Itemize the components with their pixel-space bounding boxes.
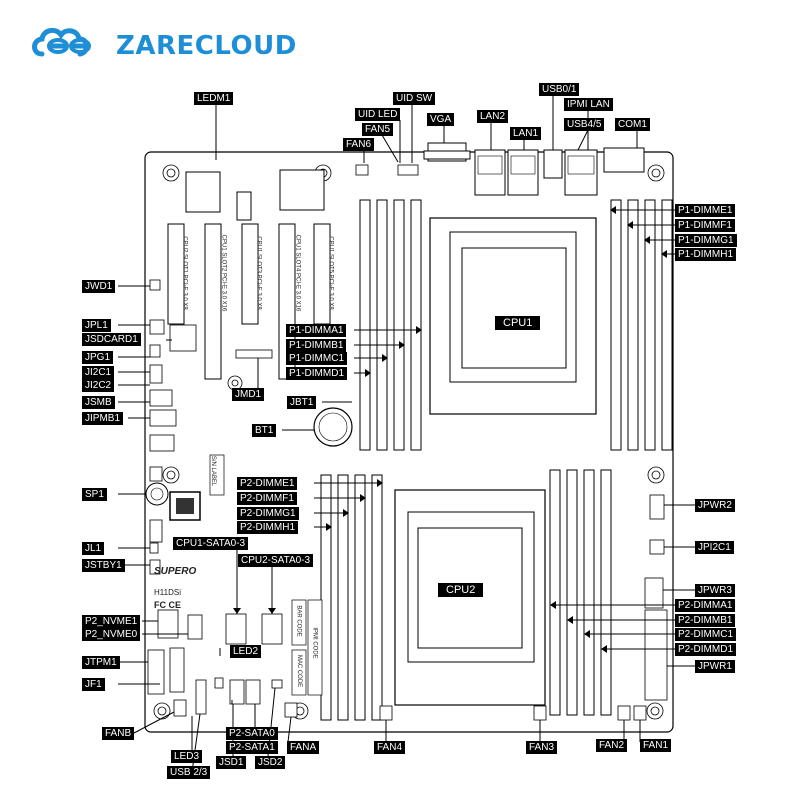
label-p2-dimmc1: P2-DIMMC1 (675, 628, 737, 641)
label-p1-dimmb1: P1-DIMMB1 (286, 339, 347, 352)
label-fana: FANA (287, 741, 320, 754)
label-fan2: FAN2 (596, 739, 628, 752)
label-led3: LED3 (171, 750, 203, 763)
label-jstby1: JSTBY1 (82, 559, 125, 572)
label-fan5: FAN5 (362, 123, 394, 136)
brand-logo: ZARECLOUD (28, 24, 297, 68)
label-fan1: FAN1 (640, 739, 672, 752)
label-p2-sata1: P2-SATA1 (226, 741, 278, 754)
label-uid-led: UID LED (355, 108, 401, 121)
label-jpwr1: JPWR1 (695, 660, 735, 673)
label-p2-dimmg1: P2-DIMMG1 (237, 507, 299, 520)
label-cpu1-sata: CPU1-SATA0-3 (173, 537, 249, 550)
label-jpi2c1: JPI2C1 (695, 541, 734, 554)
slot3-label: CPU1 SLOT3 PCI-E 3.0 X8 (255, 236, 262, 310)
label-p2-sata0: P2-SATA0 (226, 727, 278, 740)
brand-name: ZARECLOUD (116, 31, 297, 61)
label-jf1: JF1 (82, 678, 105, 691)
silk-model: H11DSi (154, 588, 181, 597)
label-p2-dimme1: P2-DIMME1 (237, 477, 298, 490)
label-ji2c1: JI2C1 (82, 366, 115, 379)
label-jpwr2: JPWR2 (695, 499, 735, 512)
label-cpu2: CPU2 (438, 583, 484, 597)
label-p2-dimmh1: P2-DIMMH1 (237, 521, 299, 534)
label-ji2c2: JI2C2 (82, 379, 115, 392)
sn-label: S/N LABEL (210, 455, 217, 487)
label-fan3: FAN3 (526, 741, 558, 754)
leader-lines (118, 96, 695, 773)
bar-code-label: BAR CODE (295, 605, 302, 637)
label-jtpm1: JTPM1 (82, 656, 120, 669)
pcie-slot-1 (167, 223, 185, 325)
slot1-label: CPU2 SLOT1 PCI-E 3.0 X8 (181, 236, 188, 310)
label-p2-dimmd1: P2-DIMMD1 (675, 643, 737, 656)
label-p1-dimmd1: P1-DIMMD1 (286, 367, 348, 380)
label-fan6: FAN6 (343, 138, 375, 151)
pcie-slot-3 (241, 223, 259, 325)
label-p1-dimma1: P1-DIMMA1 (286, 324, 347, 337)
label-jpg1: JPG1 (82, 351, 114, 364)
label-cpu2-sata: CPU2-SATA0-3 (238, 554, 314, 567)
label-vga: VGA (427, 113, 455, 126)
silk-brand: SUPERO (154, 566, 197, 577)
com1-port (603, 147, 645, 173)
label-jsd1: JSD1 (216, 756, 247, 769)
mac-code-label: MAC CODE (296, 654, 303, 688)
label-p2-nvme0: P2_NVME0 (82, 628, 141, 641)
pcie-slot-2 (204, 223, 222, 380)
label-uid-sw: UID SW (393, 92, 436, 105)
label-led2: LED2 (230, 645, 262, 658)
label-p1-dimmf1: P1-DIMMF1 (675, 219, 735, 232)
usb01-port (543, 149, 563, 179)
label-cpu1: CPU1 (495, 316, 541, 330)
label-fan4: FAN4 (374, 741, 406, 754)
cloud-link-icon (32, 27, 91, 57)
label-p2-dimma1: P2-DIMMA1 (675, 599, 736, 612)
label-p1-dimme1: P1-DIMME1 (675, 204, 736, 217)
slot4-label: CPU1 SLOT4 PCI-E 3.0 X16 (294, 234, 301, 312)
label-usb01: USB0/1 (539, 83, 580, 96)
label-ledm1: LEDM1 (194, 92, 234, 105)
label-lan1: LAN1 (510, 127, 542, 140)
label-bt1: BT1 (252, 424, 277, 437)
label-jbt1: JBT1 (287, 396, 317, 409)
label-jsmb: JSMB (82, 396, 115, 409)
label-lan2: LAN2 (477, 110, 509, 123)
label-p1-dimmg1: P1-DIMMG1 (675, 234, 737, 247)
label-jwd1: JWD1 (82, 280, 116, 293)
label-usb45: USB4/5 (564, 118, 605, 131)
slot5-label: CPU1 SLOT5 PCI-E 3.0 X8 (327, 236, 334, 310)
ipmi-code-label: IPMI CODE (311, 627, 318, 659)
label-fanb: FANB (102, 727, 135, 740)
label-jipmb1: JIPMB1 (82, 412, 124, 425)
label-jpwr3: JPWR3 (695, 584, 735, 597)
label-jsdcard1: JSDCARD1 (82, 333, 141, 346)
label-p2-nvme1: P2_NVME1 (82, 615, 141, 628)
label-sp1: SP1 (82, 488, 107, 501)
label-jsd2: JSD2 (255, 756, 286, 769)
label-p2-dimmb1: P2-DIMMB1 (675, 614, 736, 627)
label-usb23: USB 2/3 (167, 766, 211, 779)
label-ipmi-lan: IPMI LAN (564, 98, 613, 111)
label-com1: COM1 (615, 118, 650, 131)
slot2-label: CPU1 SLOT2 PCI-E 3.0 X16 (220, 234, 227, 312)
label-p2-dimmf1: P2-DIMMF1 (237, 492, 297, 505)
silk-fcc: FC CE (154, 600, 181, 610)
label-p1-dimmh1: P1-DIMMH1 (675, 248, 737, 261)
label-jpl1: JPL1 (82, 319, 111, 332)
label-jmd1: JMD1 (232, 388, 265, 401)
label-jl1: JL1 (82, 542, 105, 555)
label-p1-dimmc1: P1-DIMMC1 (286, 352, 348, 365)
